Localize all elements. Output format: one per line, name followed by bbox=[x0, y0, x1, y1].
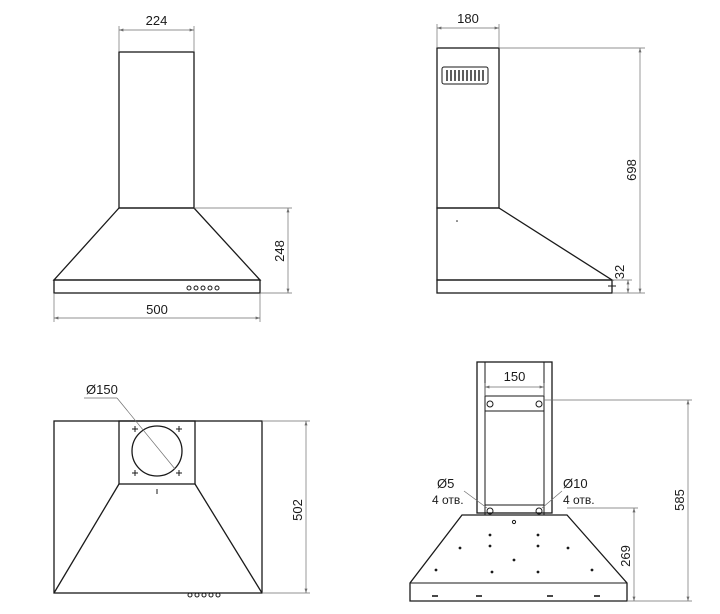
dim-label-150: 150 bbox=[504, 369, 526, 384]
outlet-mount-marks bbox=[132, 426, 182, 476]
dim-depth: 502 bbox=[262, 420, 310, 594]
front-canopy bbox=[52, 207, 262, 281]
control-buttons bbox=[186, 285, 220, 291]
mount-chimney-outer bbox=[476, 361, 553, 514]
mount-canopy bbox=[409, 514, 628, 602]
mount-view: 150 585 269 Ø5 4 отв. Ø10 4 отв. bbox=[409, 361, 692, 602]
dim-hood-height: 248 bbox=[194, 207, 292, 294]
callout-small-holes: Ø5 4 отв. bbox=[432, 476, 488, 509]
label-count-large: 4 отв. bbox=[563, 493, 595, 507]
label-diameter-10: Ø10 bbox=[563, 476, 588, 491]
dim-bracket-width: 150 bbox=[484, 369, 545, 396]
top-view: Ø150 502 bbox=[53, 382, 310, 598]
outlet-circle bbox=[131, 425, 183, 477]
side-canopy bbox=[436, 207, 615, 281]
dim-pipe-depth: 180 bbox=[436, 11, 500, 48]
canopy-holes bbox=[434, 533, 594, 574]
dim-label-502: 502 bbox=[290, 499, 305, 521]
label-diameter-5: Ø5 bbox=[437, 476, 454, 491]
ventilation-slots bbox=[441, 66, 489, 85]
front-view: 224 500 248 bbox=[52, 13, 292, 322]
dim-label-180: 180 bbox=[457, 11, 479, 26]
lower-mount-holes bbox=[486, 507, 543, 515]
side-base-panel bbox=[436, 279, 613, 294]
front-chimney bbox=[118, 51, 195, 209]
dim-mount-lower-height: 269 bbox=[567, 507, 638, 601]
dim-mount-total-height: 585 bbox=[544, 399, 692, 602]
top-chimney-outline bbox=[118, 420, 196, 485]
label-count-small: 4 отв. bbox=[432, 493, 464, 507]
dim-label-224: 224 bbox=[146, 13, 168, 28]
side-view: 180 698 32 bbox=[436, 11, 645, 294]
dim-base-height: 32 bbox=[612, 265, 632, 293]
dim-pipe-width: 224 bbox=[118, 13, 195, 52]
top-outline bbox=[53, 420, 263, 594]
front-base-panel bbox=[53, 279, 261, 294]
dim-outlet-diameter: Ø150 bbox=[84, 382, 176, 470]
dim-label-diameter-150: Ø150 bbox=[86, 382, 118, 397]
upper-bracket bbox=[484, 395, 545, 412]
dim-label-585: 585 bbox=[672, 489, 687, 511]
callout-large-holes: Ø10 4 отв. bbox=[541, 476, 595, 509]
upper-mount-holes bbox=[486, 400, 543, 408]
bottom-knobs bbox=[187, 592, 221, 598]
dim-hood-width: 500 bbox=[53, 293, 261, 322]
dim-label-500: 500 bbox=[146, 302, 168, 317]
dim-label-698: 698 bbox=[624, 159, 639, 181]
dim-label-269: 269 bbox=[618, 545, 633, 567]
dim-label-248: 248 bbox=[272, 240, 287, 262]
dim-total-height: 698 bbox=[499, 47, 645, 294]
dim-label-32: 32 bbox=[612, 265, 627, 279]
